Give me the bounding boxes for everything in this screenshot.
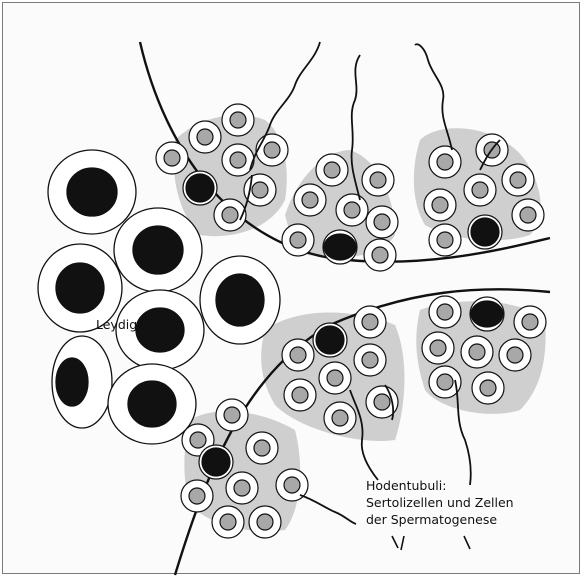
germ-cell — [246, 432, 278, 464]
leydig-cell — [48, 150, 136, 234]
dark-cell — [468, 215, 502, 249]
germ-cell — [461, 336, 493, 368]
germ-cell — [284, 379, 316, 411]
germ-cell — [216, 399, 248, 431]
germ-cell — [294, 184, 326, 216]
tick-mark — [401, 536, 404, 550]
germ-cell — [181, 480, 213, 512]
dark-cell — [183, 171, 217, 205]
germ-cell — [512, 199, 544, 231]
tick-marks — [392, 536, 470, 550]
germ-cell — [472, 372, 504, 404]
germ-cell — [214, 199, 246, 231]
germ-cell — [282, 224, 314, 256]
tubuli-label-line1: Hodentubuli: — [366, 478, 446, 493]
germ-cell — [319, 362, 351, 394]
tick-mark — [392, 536, 398, 548]
germ-cell — [354, 306, 386, 338]
germ-cell — [354, 344, 386, 376]
germ-cell — [212, 506, 244, 538]
germ-cell — [422, 332, 454, 364]
germ-cell — [256, 134, 288, 166]
germ-cell — [464, 174, 496, 206]
tubuli-label-line3: der Spermatogenese — [366, 512, 497, 527]
germ-cell — [222, 104, 254, 136]
germ-cell — [364, 239, 396, 271]
germ-cell — [189, 121, 221, 153]
germ-cell — [499, 339, 531, 371]
germ-cell — [424, 189, 456, 221]
germ-cell — [282, 339, 314, 371]
leydig-cell — [200, 256, 280, 344]
dark-cell — [313, 323, 347, 357]
germ-cell — [429, 146, 461, 178]
germ-cell — [429, 224, 461, 256]
germ-cell — [226, 472, 258, 504]
germ-cell — [502, 164, 534, 196]
dark-cell — [199, 445, 233, 479]
dark-cell — [470, 297, 504, 331]
germ-cell — [429, 296, 461, 328]
tubuli-label-line2: Sertolizellen und Zellen — [366, 495, 514, 510]
germ-cell — [362, 164, 394, 196]
germ-cell — [316, 154, 348, 186]
leydig-label: Leydigzellen — [96, 317, 174, 332]
germ-cell — [366, 206, 398, 238]
leydig-cell — [114, 208, 202, 292]
germ-cell — [336, 194, 368, 226]
dark-cell — [323, 230, 357, 264]
germ-cell — [514, 306, 546, 338]
leydig-cell — [52, 336, 112, 428]
germ-cell — [324, 402, 356, 434]
germ-cell — [222, 144, 254, 176]
tick-mark — [464, 536, 470, 549]
leydig-cell — [108, 364, 196, 444]
germ-cell — [156, 142, 188, 174]
germ-cell — [244, 174, 276, 206]
sperm-tail — [300, 495, 356, 524]
germ-cell — [249, 506, 281, 538]
